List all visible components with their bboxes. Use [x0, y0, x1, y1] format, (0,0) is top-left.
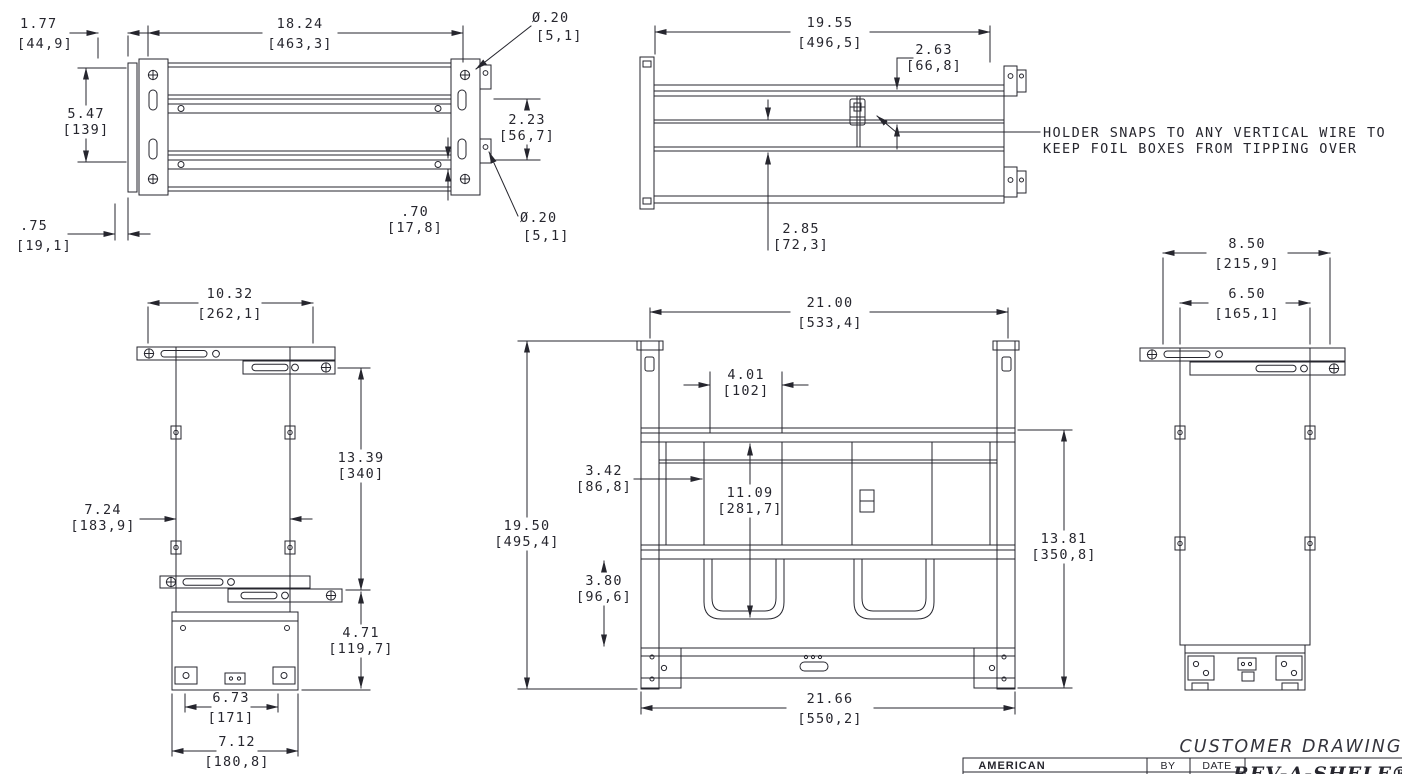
dim-plan-tall-body-width: 6.50 [165,1]: [1179, 286, 1311, 345]
dim-text-in: Ø.20: [520, 210, 557, 226]
dim-text-mm: [44,9]: [17, 36, 73, 52]
dim-text-mm: [5,1]: [523, 228, 570, 244]
dim-text-in: 19.50: [504, 518, 551, 534]
dim-text-in: 10.32: [207, 286, 254, 302]
dim-text-mm: [180,8]: [204, 754, 269, 770]
dim-side-tall-top-gap: 2.63 [66,8]: [894, 42, 962, 150]
dim-text-in: 7.12: [218, 734, 255, 750]
dim-text-mm: [5,1]: [536, 28, 583, 44]
dim-front-width-bottom: 21.66 [550,2]: [640, 691, 1016, 727]
dim-text-in: .75: [20, 218, 48, 234]
dim-text-mm: [281,7]: [717, 501, 782, 517]
date-column-label: DATE: [1202, 760, 1231, 772]
note-line-1: HOLDER SNAPS TO ANY VERTICAL WIRE TO: [1043, 125, 1386, 141]
by-column-label: BY: [1160, 760, 1175, 772]
dim-side-rail-tier-gap: 2.23 [56,7]: [493, 98, 555, 161]
dim-text-mm: [215,9]: [1214, 256, 1279, 272]
drawing-type-label: CUSTOMER DRAWING: [1180, 737, 1402, 757]
dim-text-in: 1.77: [20, 16, 57, 32]
dim-front-overall-height: 19.50 [495,4]: [494, 340, 638, 690]
dim-text-mm: [495,4]: [494, 534, 559, 550]
dim-text-in: 2.85: [782, 221, 819, 237]
dim-text-mm: [56,7]: [499, 128, 555, 144]
dim-front-basket-depth: 11.09 [281,7]: [717, 443, 782, 618]
title-block: CUSTOMER DRAWING AMERICAN BY DATE REV-A-…: [962, 737, 1402, 774]
dim-text-in: 21.66: [807, 691, 854, 707]
dim-text-mm: [340]: [338, 466, 385, 482]
dim-text-mm: [183,9]: [70, 518, 135, 534]
brand-logo: REV-A-SHELF®: [1232, 763, 1402, 774]
dim-text-in: 3.80: [585, 573, 622, 589]
dim-text-in: 13.81: [1041, 531, 1088, 547]
wire-holder-clip: [849, 98, 866, 126]
dim-text-in: 2.63: [915, 42, 952, 58]
dim-side-rail-rail-depth: .70 [17,8]: [387, 137, 451, 236]
dim-plan-base-base-length: 4.71 [119,7]: [301, 591, 393, 691]
dim-side-rail-front-offset: 1.77 [44,9]: [17, 16, 151, 59]
dim-plan-tall-slide-span: 8.50 [215,9]: [1162, 236, 1331, 345]
dim-text-in: 3.42: [585, 463, 622, 479]
view-plan-tall-unit: [1139, 347, 1346, 691]
dim-side-rail-rear-offset: .75 [19,1]: [16, 197, 151, 254]
dim-plan-base-width: 7.12 [180,8]: [171, 693, 299, 770]
dim-text-mm: [463,3]: [267, 36, 332, 52]
dim-text-mm: [171]: [208, 710, 255, 726]
dim-text-mm: [139]: [63, 122, 110, 138]
dim-text-mm: [350,8]: [1031, 547, 1096, 563]
dim-text-mm: [119,7]: [328, 641, 393, 657]
dim-text-in: 18.24: [277, 16, 324, 32]
dim-text-in: 13.39: [338, 450, 385, 466]
view-side-tall-unit: [639, 56, 1027, 210]
note-line-2: KEEP FOIL BOXES FROM TIPPING OVER: [1043, 141, 1357, 157]
dim-text-in: 4.71: [342, 625, 379, 641]
dim-plan-base-body-width: 7.24 [183,9]: [70, 502, 313, 534]
dim-plan-base-slide-length: 10.32 [262,1]: [147, 286, 314, 344]
company-label: AMERICAN: [978, 760, 1045, 772]
dim-text-mm: [66,8]: [906, 58, 962, 74]
dim-text-mm: [550,2]: [797, 711, 862, 727]
dim-front-width-top: 21.00 [533,4]: [649, 295, 1009, 339]
dim-text-mm: [19,1]: [16, 238, 72, 254]
dim-side-rail-overall-height: 5.47 [139]: [63, 67, 127, 163]
dim-side-rail-length: 18.24 [463,3]: [147, 16, 464, 63]
dim-text-mm: [96,6]: [576, 589, 632, 605]
dim-front-wire-spacing: 4.01 [102]: [683, 367, 809, 433]
dim-side-tall-bottom-gap: 2.85 [72,3]: [765, 99, 829, 253]
dim-text-in: 6.73: [212, 690, 249, 706]
dim-text-mm: [86,8]: [576, 479, 632, 495]
dim-text-in: .70: [401, 204, 429, 220]
dim-plan-base-inner-width: 6.73 [171]: [184, 690, 279, 726]
dim-text-in: 5.47: [67, 106, 104, 122]
dim-text-in: 4.01: [727, 367, 764, 383]
dim-text-mm: [165,1]: [1214, 306, 1279, 322]
dim-text-mm: [533,4]: [797, 315, 862, 331]
dim-front-lower-gap: 3.80 [96,6]: [576, 560, 632, 647]
dim-text-mm: [102]: [723, 383, 770, 399]
dim-text-in: 6.50: [1228, 286, 1265, 302]
dim-text-in: 11.09: [727, 485, 774, 501]
dim-text-mm: [496,5]: [797, 35, 862, 51]
dim-text-in: 2.23: [508, 112, 545, 128]
dim-text-in: Ø.20: [532, 10, 569, 26]
holder-note: HOLDER SNAPS TO ANY VERTICAL WIRE TO KEE…: [876, 115, 1386, 157]
view-front-elevation: [636, 340, 1020, 690]
dim-text-mm: [17,8]: [387, 220, 443, 236]
view-side-rail-assembly: [127, 58, 492, 196]
dim-plan-base-body-length: 13.39 [340]: [337, 367, 385, 591]
dim-text-mm: [262,1]: [197, 306, 262, 322]
dim-text-in: 21.00: [807, 295, 854, 311]
view-plan-base-unit: [136, 346, 343, 691]
dim-side-rail-hole-top: Ø.20 [5,1]: [475, 10, 583, 70]
dim-text-in: 7.24: [84, 502, 121, 518]
dim-front-wire-offset: 3.42 [86,8]: [576, 463, 703, 495]
dim-front-side-height: 13.81 [350,8]: [1017, 429, 1096, 689]
dim-text-in: 19.55: [807, 15, 854, 31]
dim-text-in: 8.50: [1228, 236, 1265, 252]
dim-side-rail-hole-bottom: Ø.20 [5,1]: [488, 151, 570, 244]
dim-text-mm: [72,3]: [773, 237, 829, 253]
dim-side-tall-length: 19.55 [496,5]: [654, 15, 991, 63]
